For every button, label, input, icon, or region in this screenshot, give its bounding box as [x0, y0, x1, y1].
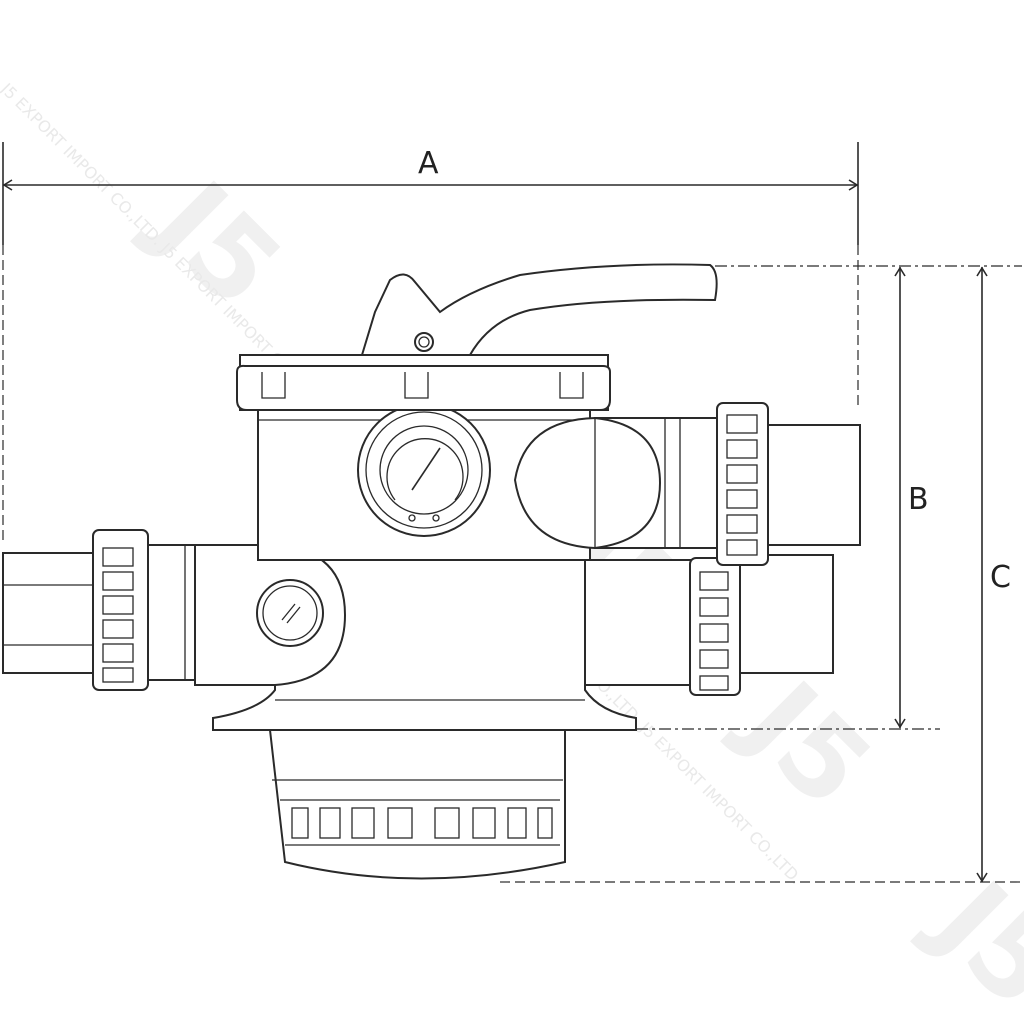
right-lower-port [584, 554, 834, 696]
pressure-gauge [357, 403, 491, 537]
valve-handle [360, 263, 718, 356]
left-port-housing [194, 544, 347, 686]
dimension-label-b: B [908, 482, 929, 517]
dimension-a [2, 142, 859, 545]
valve-top-cap [236, 354, 611, 411]
svg-text:J5: J5 [717, 653, 896, 832]
right-upper-port [513, 402, 861, 566]
dimension-label-c: C [990, 560, 1011, 595]
svg-text:J5: J5 [907, 853, 1024, 1024]
sight-glass-icon [256, 579, 324, 647]
dimension-b [590, 265, 1022, 730]
gauge-needle [411, 447, 441, 491]
bottom-strainer [268, 729, 566, 880]
left-port [2, 529, 201, 691]
dimension-label-a: A [418, 146, 439, 181]
dimension-c [500, 266, 1022, 883]
